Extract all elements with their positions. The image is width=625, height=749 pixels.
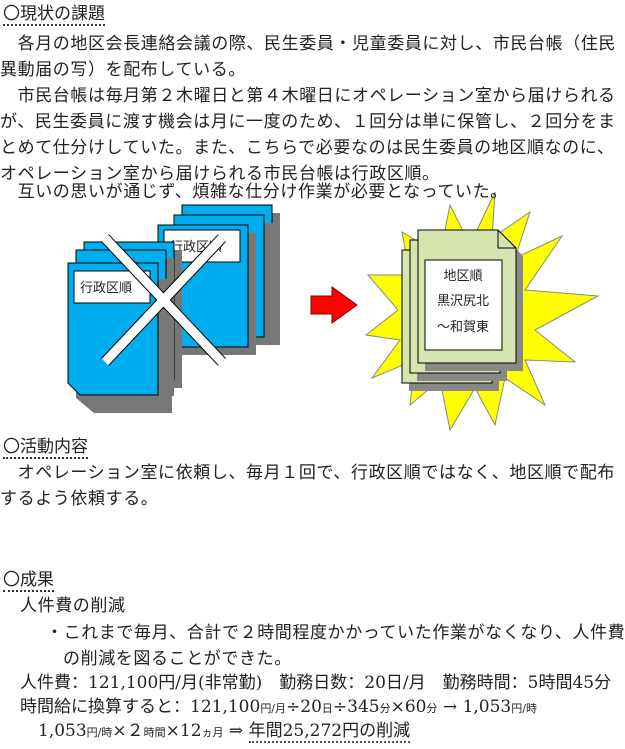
- implies-arrow: ⇒: [223, 721, 249, 741]
- cross-out-mark: [100, 234, 227, 366]
- calc-value: ×12: [165, 721, 202, 741]
- heading-current-issues: 〇現状の課題: [3, 4, 105, 26]
- new-documents-stack: 地区順 黒沢尻北 ～和賀東: [401, 229, 523, 391]
- bullet-line: の削減を図ることができた。: [63, 649, 292, 669]
- calc-unit: 分: [379, 702, 391, 715]
- old-doc-label: 行政区順: [80, 281, 132, 296]
- calc-unit: 分: [426, 702, 438, 715]
- calc-value: ÷345: [332, 697, 380, 717]
- calc-unit: 円/時: [86, 726, 113, 739]
- new-doc-label-line: 地区順: [443, 269, 482, 284]
- paragraph-line: 互いの思いが通じず、煩雑な仕分け作業が必要となっていた。: [0, 182, 508, 202]
- result-highlight: 年間25,272円の削減: [248, 721, 411, 743]
- calc-value: 時間給に換算すると：121,100: [20, 697, 261, 717]
- calc-unit: 時間: [143, 726, 166, 739]
- calc-value: ×２: [112, 721, 144, 741]
- diagram: 行政区順 行政区順 地区順 黒沢尻北 ～和賀東: [67, 191, 600, 432]
- new-doc-label-line: ～和賀東: [437, 319, 489, 335]
- calc-unit: 円/時: [511, 702, 537, 715]
- calc-value: ×60: [390, 697, 427, 717]
- calc-line-1: 人件費：121,100円/月(非常勤) 勤務日数：20日/月 勤務時間：5時間4…: [20, 673, 612, 693]
- calc-value: 1,053: [38, 721, 87, 741]
- calc-line-2: 時間給に換算すると：121,100円/月÷20日÷345分×60分 → 1,05…: [20, 697, 537, 719]
- calc-unit: 日: [321, 702, 333, 715]
- paragraph-line: 異動届の写）を配布している。: [0, 60, 246, 80]
- paragraph-line: オペレーション室から届けられる市民台帳は行政区順。: [0, 164, 440, 184]
- heading-results: 〇成果: [3, 570, 54, 592]
- calc-unit: ヵ月: [201, 726, 224, 739]
- calc-line-3: 1,053円/時×２時間×12ヵ月 ⇒ 年間25,272円の削減: [38, 721, 411, 743]
- paragraph-line: するよう依頼する。: [0, 489, 159, 509]
- paragraph-line: とめて仕分けしていた。また、こちらで必要なのは民生委員の地区順なのに、: [0, 138, 615, 158]
- arrow-right-icon: [310, 286, 358, 324]
- paragraph-line: 各月の地区会長連絡会議の際、民生委員・児童委員に対し、市民台帳（住民: [0, 34, 616, 54]
- bullet-line: ・これまで毎月、合計で２時間程度かかっていた作業がなくなり、人件費: [46, 623, 625, 643]
- subheading: 人件費の削減: [20, 596, 126, 616]
- calc-unit: 円/月: [260, 702, 287, 715]
- paragraph-line: が、民生委員に渡す機会は月に一度のため、１回分は単に保管し、２回分をま: [0, 112, 616, 132]
- calc-value: ÷20: [286, 697, 322, 717]
- calc-value: → 1,053: [437, 697, 512, 717]
- old-documents-left-stack: 行政区順: [67, 241, 182, 413]
- new-doc-label-line: 黒沢尻北: [437, 294, 489, 309]
- heading-activities: 〇活動内容: [3, 437, 88, 459]
- paragraph-line: オペレーション室に依頼し、毎月１回で、行政区順ではなく、地区順で配布: [0, 463, 615, 483]
- paragraph-line: 市民台帳は毎月第２木曜日と第４木曜日にオペレーション室から届けられる: [0, 86, 616, 106]
